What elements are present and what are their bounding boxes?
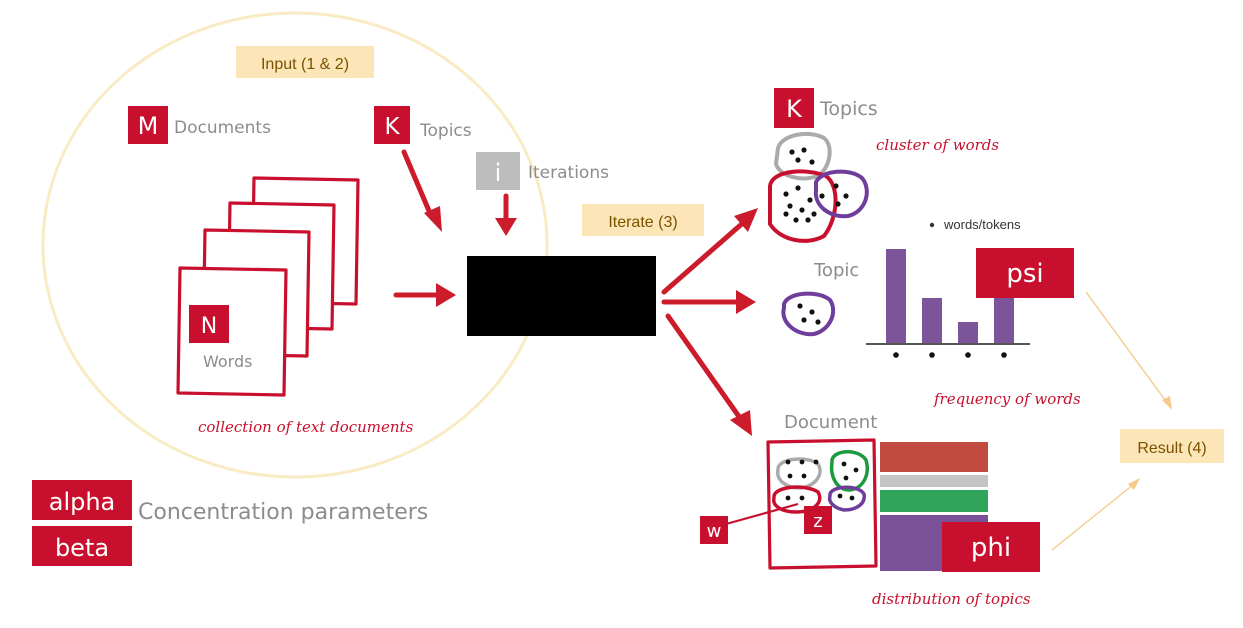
documents-symbol-box: M bbox=[128, 106, 168, 144]
topics-label: Topics bbox=[419, 121, 472, 141]
distribution-caption: distribution of topics bbox=[872, 590, 1031, 608]
topic-output-arrow bbox=[661, 290, 756, 314]
chart-tick-dot-4 bbox=[1001, 352, 1007, 358]
word-clusters bbox=[768, 131, 869, 243]
alpha-symbol-box: alpha bbox=[32, 480, 132, 520]
words-symbol: N bbox=[201, 314, 217, 339]
iterations-input-arrow bbox=[495, 193, 517, 236]
chart-tick-dot-3 bbox=[965, 352, 971, 358]
iterations-label: Iterations bbox=[528, 163, 609, 183]
documents-label: Documents bbox=[174, 118, 271, 138]
iterations-symbol-box: i bbox=[476, 152, 520, 190]
output-topics-symbol-box: K bbox=[774, 88, 814, 128]
document-label: Document bbox=[784, 412, 877, 433]
iterations-symbol: i bbox=[495, 159, 502, 187]
stage-result: Result (4) bbox=[1120, 429, 1224, 463]
topics-symbol: K bbox=[384, 114, 400, 140]
document-sketch bbox=[766, 438, 878, 570]
document-output-arrow bbox=[665, 313, 752, 436]
topics-output-arrow bbox=[661, 208, 758, 295]
beta-symbol: beta bbox=[55, 534, 109, 562]
topics-input-arrow bbox=[401, 149, 442, 232]
chart-bar-2 bbox=[922, 298, 942, 344]
psi-symbol-box: psi bbox=[976, 248, 1074, 298]
output-topics-label: Topics bbox=[819, 98, 878, 120]
topic-assignment-symbol: z bbox=[813, 511, 822, 532]
chart-bar-4 bbox=[994, 284, 1014, 344]
words-label: Words bbox=[203, 352, 252, 371]
word-pointer-line bbox=[725, 502, 799, 526]
documents-symbol: M bbox=[138, 112, 159, 140]
topics-symbol-box: K bbox=[374, 106, 410, 144]
input-circle bbox=[41, 11, 549, 479]
concentration-label: Concentration parameters bbox=[138, 500, 428, 525]
collection-input-arrow bbox=[393, 283, 456, 307]
psi-symbol: psi bbox=[1006, 259, 1043, 289]
stage-input: Input (1 & 2) bbox=[236, 46, 374, 78]
stage-input-label: Input (1 & 2) bbox=[261, 56, 349, 73]
stage-result-label: Result (4) bbox=[1137, 440, 1206, 457]
distribution-bar-green bbox=[880, 490, 988, 512]
phi-symbol: phi bbox=[971, 533, 1011, 563]
chart-legend-label: words/tokens bbox=[943, 217, 1021, 232]
phi-symbol-box: phi bbox=[942, 522, 1040, 572]
word-symbol-box: w bbox=[700, 516, 728, 544]
chart-bar-1 bbox=[886, 249, 906, 344]
output-topics-symbol: K bbox=[786, 95, 803, 123]
topic-assignment-symbol-box: z bbox=[804, 506, 832, 534]
model-black-box bbox=[467, 256, 656, 336]
chart-bars bbox=[886, 249, 1014, 344]
chart-tick-dots bbox=[893, 352, 1007, 358]
word-frequency-chart: words/tokens bbox=[866, 217, 1030, 358]
chart-tick-dot-1 bbox=[893, 352, 899, 358]
alpha-symbol: alpha bbox=[49, 488, 116, 516]
topic-cluster bbox=[781, 291, 836, 337]
words-symbol-box: N bbox=[189, 305, 229, 343]
topics-caption: cluster of words bbox=[876, 136, 999, 154]
topic-label: Topic bbox=[813, 260, 859, 281]
document-stack bbox=[176, 176, 360, 397]
psi-result-arrow bbox=[1085, 291, 1172, 410]
distribution-bar-red bbox=[880, 442, 988, 472]
stage-iterate-label: Iterate (3) bbox=[608, 214, 677, 231]
phi-result-arrow bbox=[1051, 478, 1140, 551]
collection-caption: collection of text documents bbox=[198, 418, 414, 436]
distribution-bar-grey bbox=[880, 475, 988, 487]
frequency-caption: frequency of words bbox=[933, 390, 1081, 408]
chart-tick-dot-2 bbox=[929, 352, 935, 358]
word-symbol: w bbox=[707, 521, 722, 542]
chart-bar-3 bbox=[958, 322, 978, 344]
stage-iterate: Iterate (3) bbox=[582, 204, 704, 236]
beta-symbol-box: beta bbox=[32, 526, 132, 566]
